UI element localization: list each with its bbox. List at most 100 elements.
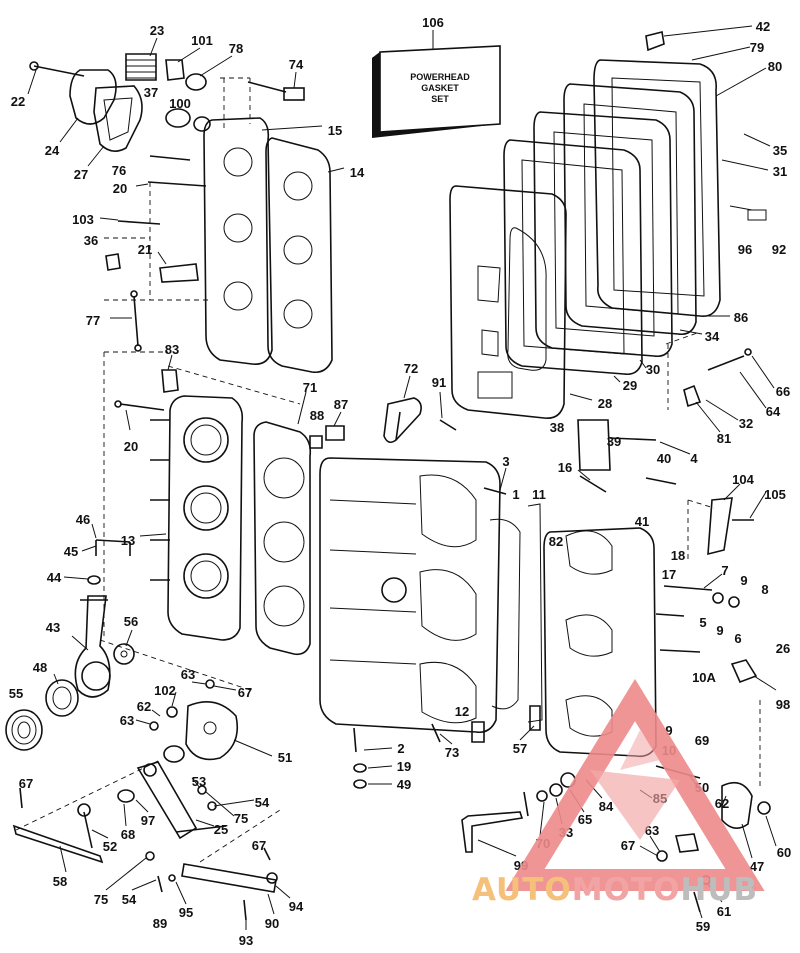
callout-24: 24 — [45, 143, 60, 158]
callout-9: 9 — [740, 573, 747, 588]
callout-60: 60 — [777, 845, 791, 860]
callout-75: 75 — [234, 811, 248, 826]
callout-83: 83 — [165, 342, 179, 357]
callout-37: 37 — [144, 85, 158, 100]
gasket-set-line2: GASKET — [421, 83, 459, 93]
callout-90: 90 — [265, 916, 279, 931]
callout-59: 59 — [696, 919, 710, 934]
callout-16: 16 — [558, 460, 572, 475]
callout-94: 94 — [289, 899, 304, 914]
callout-53: 53 — [192, 774, 206, 789]
callout-80: 80 — [768, 59, 782, 74]
callout-57: 57 — [513, 741, 527, 756]
callout-11: 11 — [532, 487, 546, 502]
callout-22: 22 — [11, 94, 25, 109]
callout-8: 8 — [761, 582, 768, 597]
callout-44: 44 — [47, 570, 62, 585]
callout-51: 51 — [278, 750, 292, 765]
callout-67: 67 — [238, 685, 252, 700]
callout-48: 48 — [33, 660, 47, 675]
callout-66: 66 — [776, 384, 790, 399]
bracket-group — [309, 375, 457, 449]
callout-65: 65 — [578, 812, 592, 827]
watermark-text: AUTOMOTOHUB — [472, 872, 758, 908]
callout-100: 100 — [169, 96, 191, 111]
callout-76: 76 — [112, 163, 126, 178]
callout-84: 84 — [599, 799, 614, 814]
callout-75: 75 — [94, 892, 108, 907]
callout-91: 91 — [432, 375, 446, 390]
callout-54: 54 — [122, 892, 137, 907]
callout-61: 61 — [717, 904, 731, 919]
callout-86: 86 — [734, 310, 748, 325]
callout-88: 88 — [310, 408, 324, 423]
callout-9: 9 — [665, 723, 672, 738]
callout-31: 31 — [773, 164, 787, 179]
gasket-set-line3: SET — [431, 94, 449, 104]
callout-54: 54 — [255, 795, 270, 810]
callout-6: 6 — [734, 631, 741, 646]
crankcase-group — [319, 457, 657, 789]
callout-77: 77 — [86, 313, 100, 328]
watermark-part3: HUB — [680, 872, 759, 908]
gasket-set-line1: POWERHEAD — [410, 72, 470, 82]
callout-28: 28 — [598, 396, 612, 411]
callout-78: 78 — [229, 41, 243, 56]
callout-63: 63 — [120, 713, 134, 728]
callout-81: 81 — [717, 431, 731, 446]
callout-105: 105 — [764, 487, 786, 502]
right-fastener-group — [577, 331, 777, 691]
callout-25: 25 — [214, 822, 228, 837]
callout-79: 79 — [750, 40, 764, 55]
callout-47: 47 — [750, 859, 764, 874]
callout-14: 14 — [350, 165, 365, 180]
callout-4: 4 — [690, 451, 698, 466]
callout-38: 38 — [550, 420, 564, 435]
callout-23: 23 — [150, 23, 164, 38]
callout-1: 1 — [512, 487, 519, 502]
exhaust-cover-stack — [449, 25, 771, 420]
callout-9: 9 — [716, 623, 723, 638]
callout-5: 5 — [699, 615, 706, 630]
callout-101: 101 — [191, 33, 213, 48]
callout-30: 30 — [646, 362, 660, 377]
cylinder-block-group — [103, 351, 312, 656]
callout-92: 92 — [772, 242, 786, 257]
callout-42: 42 — [756, 19, 770, 34]
callout-73: 73 — [445, 745, 459, 760]
callout-69: 69 — [695, 733, 709, 748]
callout-17: 17 — [662, 567, 676, 582]
watermark-part1: AUTO — [472, 872, 572, 908]
callout-26: 26 — [776, 641, 790, 656]
callout-29: 29 — [623, 378, 637, 393]
callout-12: 12 — [455, 704, 469, 719]
callout-96: 96 — [738, 242, 752, 257]
callout-58: 58 — [53, 874, 67, 889]
callout-104: 104 — [732, 472, 754, 487]
callout-89: 89 — [153, 916, 167, 931]
callout-40: 40 — [657, 451, 671, 466]
callout-98: 98 — [776, 697, 790, 712]
callout-102: 102 — [154, 683, 176, 698]
callout-63: 63 — [181, 667, 195, 682]
callout-62: 62 — [715, 796, 729, 811]
callout-35: 35 — [773, 143, 787, 158]
callout-68: 68 — [121, 827, 135, 842]
callout-82: 82 — [549, 534, 563, 549]
callout-64: 64 — [766, 404, 781, 419]
callout-67: 67 — [621, 838, 635, 853]
callout-3: 3 — [502, 454, 509, 469]
callout-15: 15 — [328, 123, 342, 138]
callout-62: 62 — [137, 699, 151, 714]
callout-21: 21 — [138, 242, 152, 257]
callout-49: 49 — [397, 777, 411, 792]
callout-39: 39 — [607, 434, 621, 449]
callout-27: 27 — [74, 167, 88, 182]
callout-87: 87 — [334, 397, 348, 412]
callout-45: 45 — [64, 544, 78, 559]
callout-46: 46 — [76, 512, 90, 527]
callout-67: 67 — [252, 838, 266, 853]
callout-32: 32 — [739, 416, 753, 431]
callout-74: 74 — [289, 57, 304, 72]
callout-67: 67 — [19, 776, 33, 791]
